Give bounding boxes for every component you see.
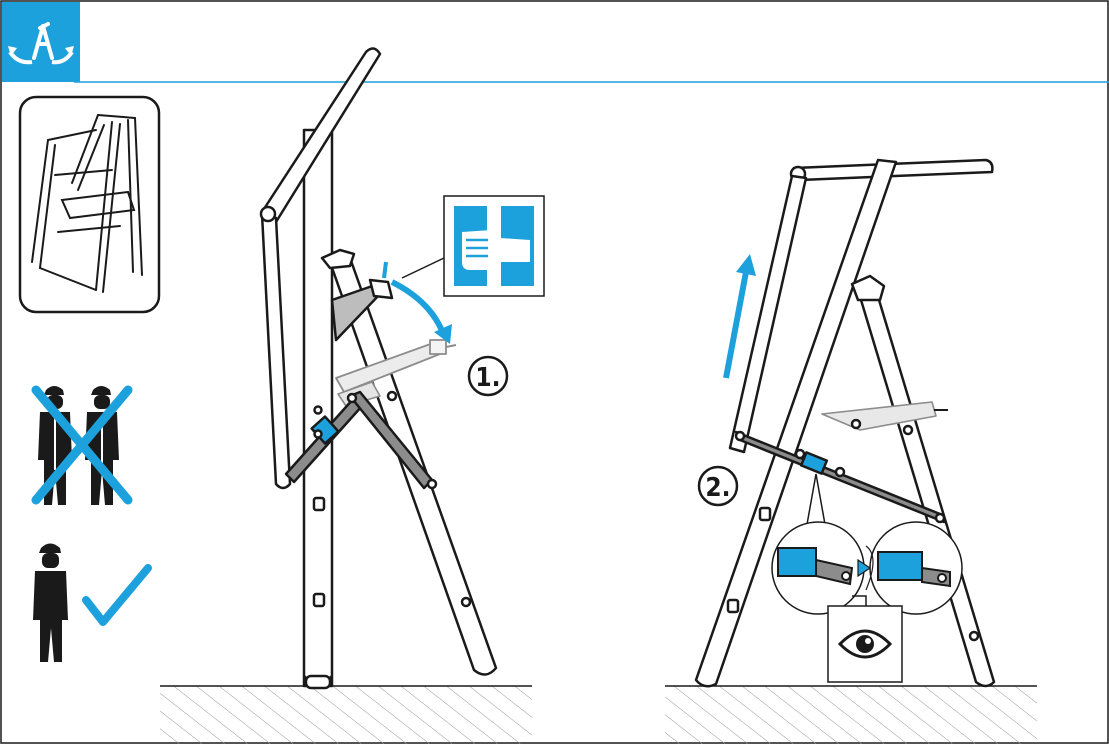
grip-hand-callout [401,195,545,297]
ground-left [160,685,532,744]
ladder-side-view-step1 [259,47,498,690]
inspect-callout [827,595,903,683]
two-persons-crossed-icon [31,385,133,505]
folded-ladder-thumbnail [18,95,161,314]
ladder-front-view-step2 [694,158,996,688]
one-person-allowed-icon [33,543,68,662]
brace-lock-detail [771,473,963,615]
check-mark-icon [82,564,152,626]
grip-hand-icon [454,206,534,286]
step-2-label: 2. [705,473,730,503]
step-1-label: 1. [475,363,500,393]
ground-right [665,685,1037,744]
lift-arrow [723,254,756,379]
step-1-badge: 1. [467,355,509,397]
unfold-ladder-icon [2,2,80,82]
fold-arrow [390,279,452,344]
eye-icon [837,629,893,659]
step-2-badge: 2. [697,465,739,507]
